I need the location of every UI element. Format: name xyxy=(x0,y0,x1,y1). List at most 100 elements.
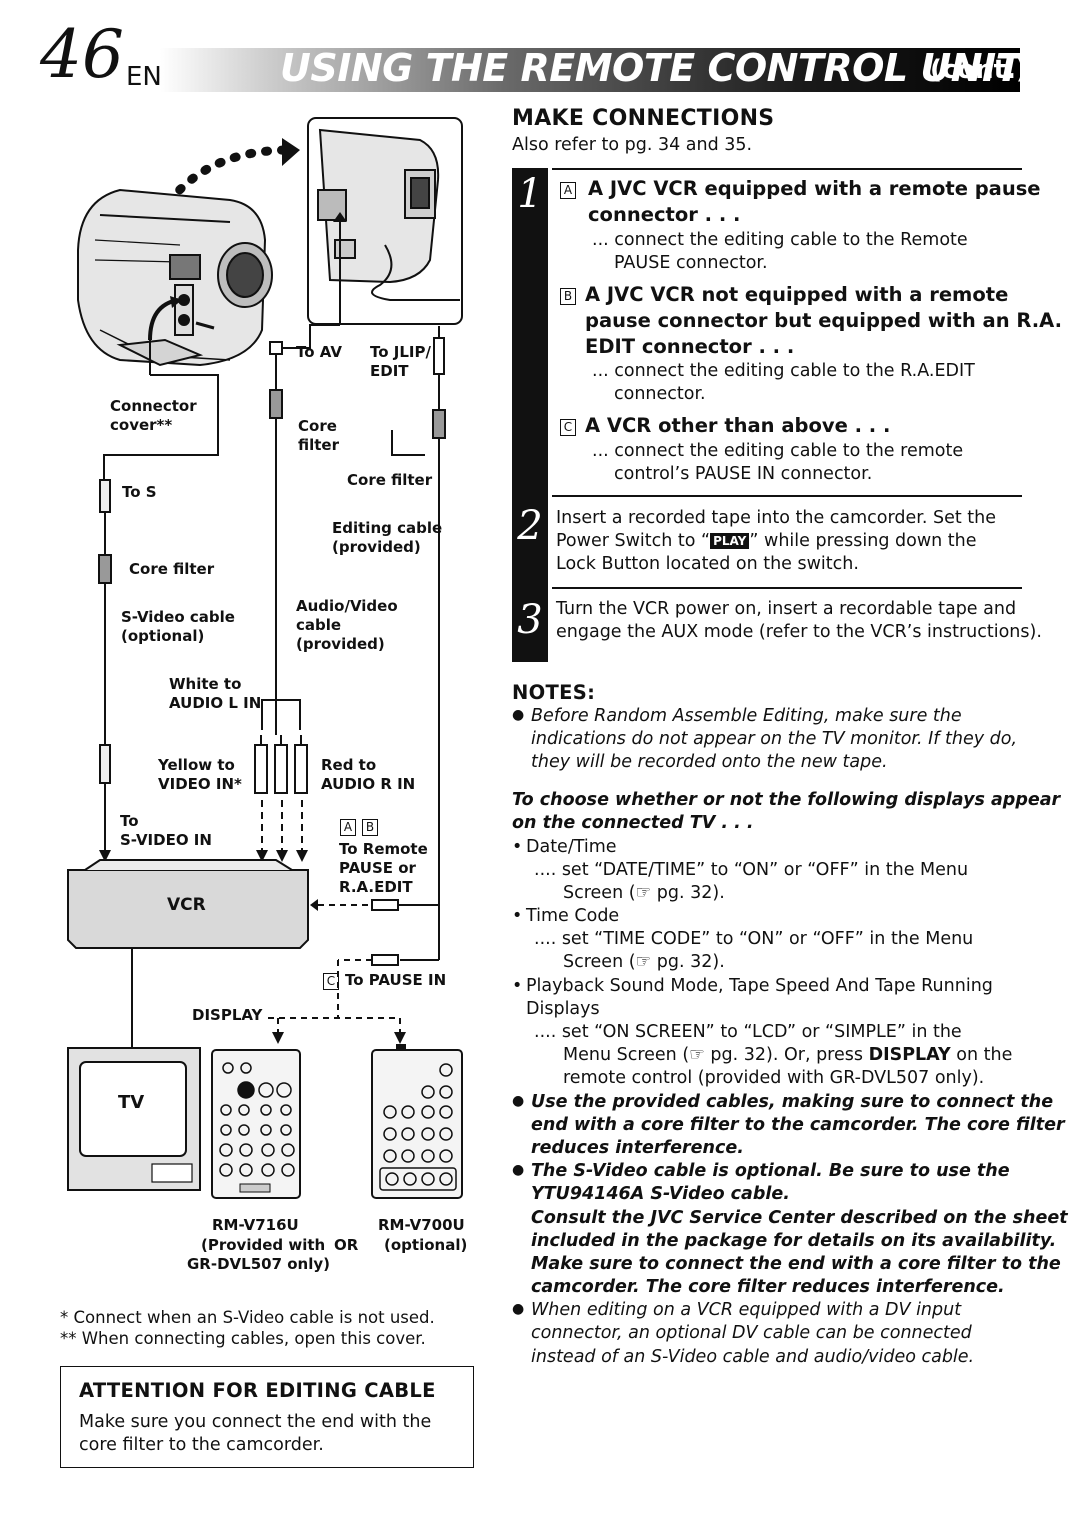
note-time-code-line-2: Screen (☞ pg. 32). xyxy=(563,952,725,972)
attention-line-2: core filter to the camcorder. xyxy=(79,1435,324,1455)
label-av-cable-1: Audio/Video xyxy=(296,597,398,615)
note-playback-sub-1: .... set “ON SCREEN” to “LCD” or “SIMPLE… xyxy=(534,1022,962,1042)
note-playback-sub-3: remote control (provided with GR-DVL507 … xyxy=(563,1068,985,1088)
also-refer: Also refer to pg. 34 and 35. xyxy=(512,135,753,155)
box-letter-b-text: B xyxy=(560,288,576,305)
note-dv-line-3: instead of an S-Video cable and audio/vi… xyxy=(531,1347,975,1367)
label-core-filter-1b: filter xyxy=(298,436,340,454)
note-1-line-3: they will be recorded onto the new tape. xyxy=(531,752,888,772)
label-editing-cable-1: Editing cable xyxy=(332,519,443,537)
label-svideo-cable-1: S-Video cable xyxy=(121,608,235,626)
note-svideo-line-1: The S-Video cable is optional. Be sure t… xyxy=(531,1161,1010,1181)
note-dv-line-1: When editing on a VCR equipped with a DV… xyxy=(531,1300,962,1320)
notes-heading: NOTES: xyxy=(512,681,596,704)
step-number-1: 1 xyxy=(517,171,543,217)
dot-icon: • xyxy=(512,906,523,926)
title-band xyxy=(160,48,1020,92)
label-core-filter-2: Core filter xyxy=(347,471,433,489)
label-to-av: To AV xyxy=(296,343,342,361)
step-c-text-2: control’s PAUSE IN connector. xyxy=(614,464,873,484)
box-step-a: A xyxy=(560,181,576,200)
label-to-jlip-2: EDIT xyxy=(370,362,409,380)
label-tv: TV xyxy=(118,1092,145,1113)
label-to-jlip-1: To JLIP/ xyxy=(370,343,431,361)
note-playback-line-2: Displays xyxy=(526,999,600,1019)
label-white-2: AUDIO L IN xyxy=(169,694,262,712)
note-svideo-line-4: included in the package for details on i… xyxy=(531,1231,1057,1251)
note-cable-line-2: end with a core filter to the camcorder.… xyxy=(531,1115,1065,1135)
note-playback-line-1: Playback Sound Mode, Tape Speed And Tape… xyxy=(526,976,993,996)
note-playback-sub-2-pre: Menu Screen (☞ pg. 32). Or, press xyxy=(563,1045,869,1065)
choose-line-2: on the connected TV . . . xyxy=(512,813,754,833)
label-to-remote-2: PAUSE or xyxy=(339,859,416,877)
label-rm1-provided: (Provided with xyxy=(201,1236,326,1254)
step-c-text-1: ... connect the editing cable to the rem… xyxy=(592,441,964,461)
label-rm1-model: RM-V716U xyxy=(212,1216,299,1234)
box-letter-a: A xyxy=(340,819,356,836)
label-white-1: White to xyxy=(169,675,242,693)
step-3-line-1: Turn the VCR power on, insert a recordab… xyxy=(556,599,1017,619)
note-display-bold: DISPLAY xyxy=(868,1045,951,1065)
note-dv-line-2: connector, an optional DV cable can be c… xyxy=(531,1323,972,1343)
label-av-cable-3: (provided) xyxy=(296,635,385,653)
note-date-time-line-1: .... set “DATE/TIME” to “ON” or “OFF” in… xyxy=(534,860,969,880)
rule-step-3 xyxy=(552,587,1022,589)
note-svideo-line-2: YTU94146A S-Video cable. xyxy=(531,1184,790,1204)
note-date-time: Date/Time xyxy=(526,837,617,857)
footnote-2: ** When connecting cables, open this cov… xyxy=(60,1329,426,1348)
box-letter-b: B xyxy=(362,819,378,836)
bullet-icon: ● xyxy=(512,1162,525,1178)
label-or: OR xyxy=(334,1236,359,1254)
label-to-pause-in: To PAUSE IN xyxy=(345,971,447,989)
bullet-icon: ● xyxy=(512,1301,525,1317)
label-rm2-model: RM-V700U xyxy=(378,1216,465,1234)
box-letter-c: C xyxy=(323,973,339,990)
choose-line-1: To choose whether or not the following d… xyxy=(512,790,1061,810)
step-b-heading-1: A JVC VCR not equipped with a remote xyxy=(585,283,1009,306)
section-heading-make-connections: MAKE CONNECTIONS xyxy=(512,106,775,131)
attention-box: ATTENTION FOR EDITING CABLE Make sure yo… xyxy=(60,1366,474,1468)
label-connector-cover-1: Connector xyxy=(110,397,197,415)
step-a-heading-2: connector . . . xyxy=(588,203,741,226)
step-2-line-2: Power Switch to “PLAY” while pressing do… xyxy=(556,530,977,553)
rule-step-2 xyxy=(552,495,1022,497)
step-a-heading-1: A JVC VCR equipped with a remote pause xyxy=(588,177,1041,200)
box-step-b: B xyxy=(560,287,576,306)
label-svideo-cable-2: (optional) xyxy=(121,627,205,645)
label-vcr: VCR xyxy=(167,895,206,915)
note-cable-line-1: Use the provided cables, making sure to … xyxy=(531,1092,1054,1112)
step-2-line-2-pre: Power Switch to “ xyxy=(556,531,711,551)
note-1-line-2: indications do not appear on the TV moni… xyxy=(531,729,1018,749)
bullet-icon: ● xyxy=(512,707,525,723)
label-av-cable-2: cable xyxy=(296,616,342,634)
page-language: EN xyxy=(126,62,162,92)
note-time-code-line-1: .... set “TIME CODE” to “ON” or “OFF” in… xyxy=(534,929,974,949)
step-b-text-1: ... connect the editing cable to the R.A… xyxy=(592,361,975,381)
label-red-2: AUDIO R IN xyxy=(321,775,416,793)
box-letter-a-text: A xyxy=(560,182,576,199)
dot-icon: • xyxy=(512,837,523,857)
step-bar xyxy=(512,168,548,662)
attention-line-1: Make sure you connect the end with the xyxy=(79,1412,432,1432)
step-c-heading: A VCR other than above . . . xyxy=(585,414,891,437)
dot-icon: • xyxy=(512,976,523,996)
label-yellow-2: VIDEO IN* xyxy=(158,775,242,793)
page-number: 46 xyxy=(40,16,124,93)
note-svideo-line-6: camcorder. The core filter reduces inter… xyxy=(531,1277,1005,1297)
note-time-code: Time Code xyxy=(526,906,620,926)
step-a-text-2: PAUSE connector. xyxy=(614,253,768,273)
label-connector-cover-2: cover** xyxy=(110,416,173,434)
note-svideo-line-5: Make sure to connect the end with a core… xyxy=(531,1254,1061,1274)
step-b-heading-2: pause connector but equipped with an R.A… xyxy=(585,309,1063,332)
label-to-s: To S xyxy=(122,483,157,501)
note-date-time-line-2: Screen (☞ pg. 32). xyxy=(563,883,725,903)
box-step-c: C xyxy=(560,418,576,437)
label-core-filter-3: Core filter xyxy=(129,560,215,578)
box-letter-c-text: C xyxy=(560,419,576,436)
label-red-1: Red to xyxy=(321,756,377,774)
label-to-svideo-2: S-VIDEO IN xyxy=(120,831,212,849)
step-3-line-2: engage the AUX mode (refer to the VCR’s … xyxy=(556,622,1042,642)
page-title-cont: (cont.) xyxy=(930,55,1028,85)
